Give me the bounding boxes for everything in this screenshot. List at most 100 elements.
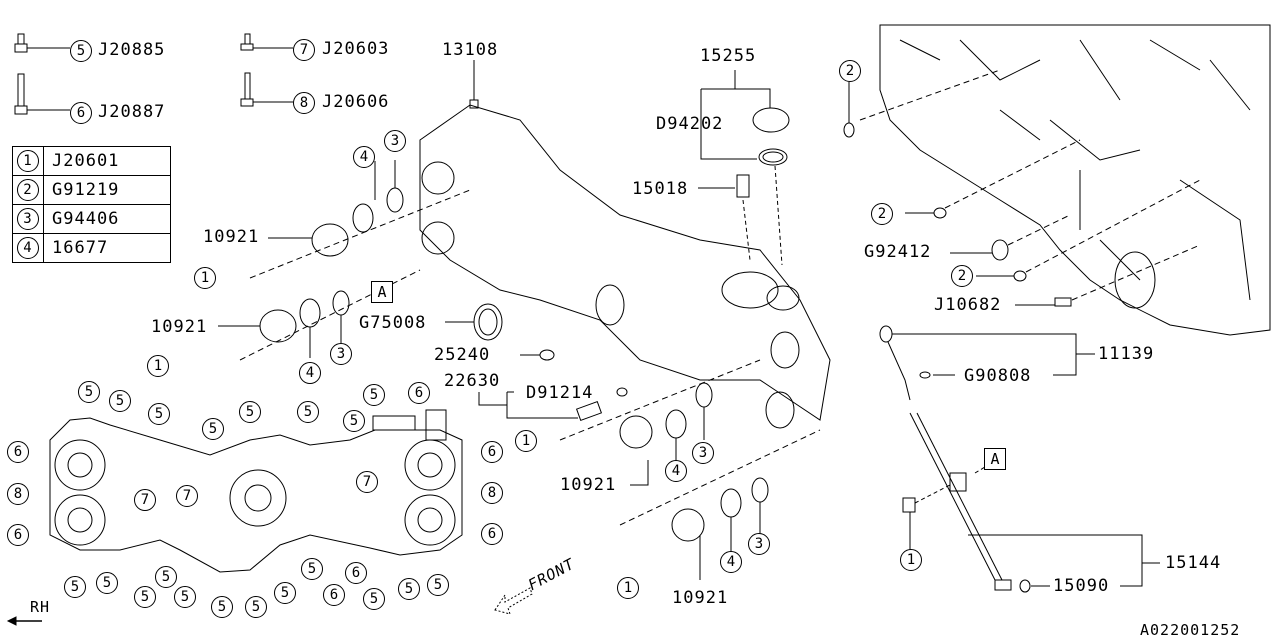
callout-6: 6 <box>481 441 503 463</box>
callout-6: 6 <box>7 524 29 546</box>
rh-label: RH <box>30 598 51 616</box>
label-10921-c: 10921 <box>560 475 617 495</box>
callout-4: 4 <box>299 362 321 384</box>
callout-1: 1 <box>194 267 216 289</box>
label-g75008: G75008 <box>359 313 427 333</box>
callout-2: 2 <box>871 203 893 225</box>
callout-3: 3 <box>692 442 714 464</box>
label-22630: 22630 <box>444 371 501 391</box>
callout-7: 7 <box>293 39 315 61</box>
label-13108: 13108 <box>442 40 499 60</box>
label-g90808: G90808 <box>964 366 1032 386</box>
callout-6: 6 <box>345 562 367 584</box>
callout-2: 2 <box>951 265 973 287</box>
callout-4: 4 <box>353 146 375 168</box>
label-11139: 11139 <box>1098 344 1155 364</box>
label-10921-d: 10921 <box>672 588 729 608</box>
legend-part: G91219 <box>43 175 171 205</box>
callout-5: 5 <box>202 418 224 440</box>
callout-6: 6 <box>70 102 92 124</box>
reference-a-box: A <box>371 281 393 303</box>
legend-ref: 3 <box>17 208 39 230</box>
legend-part: J20601 <box>43 146 171 176</box>
callout-4: 4 <box>665 460 687 482</box>
callout-5: 5 <box>64 576 86 598</box>
part-j20606: J20606 <box>322 92 390 112</box>
callout-1: 1 <box>900 549 922 571</box>
callout-5: 5 <box>109 390 131 412</box>
bolt-icon-8 <box>240 72 293 107</box>
label-10921-a: 10921 <box>203 227 260 247</box>
callout-5: 5 <box>155 566 177 588</box>
oil-filler-cap <box>752 107 790 133</box>
callout-5: 5 <box>427 574 449 596</box>
legend-ref: 1 <box>17 150 39 172</box>
cylinder-block <box>879 24 1271 336</box>
callout-5: 5 <box>398 578 420 600</box>
callout-5: 5 <box>78 381 100 403</box>
oil-gauge-handle <box>879 325 893 343</box>
callout-5: 5 <box>70 40 92 62</box>
callout-5: 5 <box>211 596 233 618</box>
legend-ref: 4 <box>17 237 39 259</box>
part-j20603: J20603 <box>322 39 390 59</box>
callout-6: 6 <box>481 523 503 545</box>
callout-3: 3 <box>330 343 352 365</box>
callout-5: 5 <box>274 582 296 604</box>
callout-8: 8 <box>7 483 29 505</box>
figure-id: A022001252 <box>1140 621 1241 639</box>
callout-3: 3 <box>384 130 406 152</box>
label-15018: 15018 <box>632 179 689 199</box>
front-arrow-icon <box>494 587 533 615</box>
callout-8: 8 <box>293 92 315 114</box>
chain-cover-rear <box>419 104 831 421</box>
callout-1: 1 <box>515 430 537 452</box>
callout-5: 5 <box>343 410 365 432</box>
label-15255: 15255 <box>700 46 757 66</box>
label-25240: 25240 <box>434 345 491 365</box>
callout-5: 5 <box>363 384 385 406</box>
callout-5: 5 <box>96 572 118 594</box>
callout-7: 7 <box>356 471 378 493</box>
callout-7: 7 <box>176 485 198 507</box>
label-15090: 15090 <box>1053 576 1110 596</box>
callout-5: 5 <box>148 403 170 425</box>
callout-6: 6 <box>323 584 345 606</box>
part-j20885: J20885 <box>98 40 166 60</box>
callout-5: 5 <box>363 588 385 610</box>
callout-4: 4 <box>720 551 742 573</box>
callout-5: 5 <box>174 586 196 608</box>
legend-part: G94406 <box>43 204 171 234</box>
timing-cover-front <box>49 417 463 573</box>
bolt-icon-5 <box>14 33 70 53</box>
callout-6: 6 <box>408 382 430 404</box>
bolt-icon-7 <box>240 33 293 51</box>
label-15144: 15144 <box>1165 553 1222 573</box>
reference-a-box: A <box>984 448 1006 470</box>
callout-5: 5 <box>297 401 319 423</box>
bolt-icon-6 <box>14 73 70 115</box>
callout-2: 2 <box>839 60 861 82</box>
callout-1: 1 <box>617 577 639 599</box>
legend-ref: 2 <box>17 179 39 201</box>
callout-1: 1 <box>147 355 169 377</box>
label-d91214: D91214 <box>526 383 594 403</box>
label-d94202: D94202 <box>656 114 724 134</box>
part-j20887: J20887 <box>98 102 166 122</box>
label-10921-b: 10921 <box>151 317 208 337</box>
callout-5: 5 <box>301 558 323 580</box>
callout-3: 3 <box>748 533 770 555</box>
label-j10682: J10682 <box>934 295 1002 315</box>
rh-arrow-icon <box>6 616 42 626</box>
callout-6: 6 <box>7 441 29 463</box>
legend-part: 16677 <box>43 233 171 263</box>
callout-5: 5 <box>134 586 156 608</box>
callout-8: 8 <box>481 482 503 504</box>
